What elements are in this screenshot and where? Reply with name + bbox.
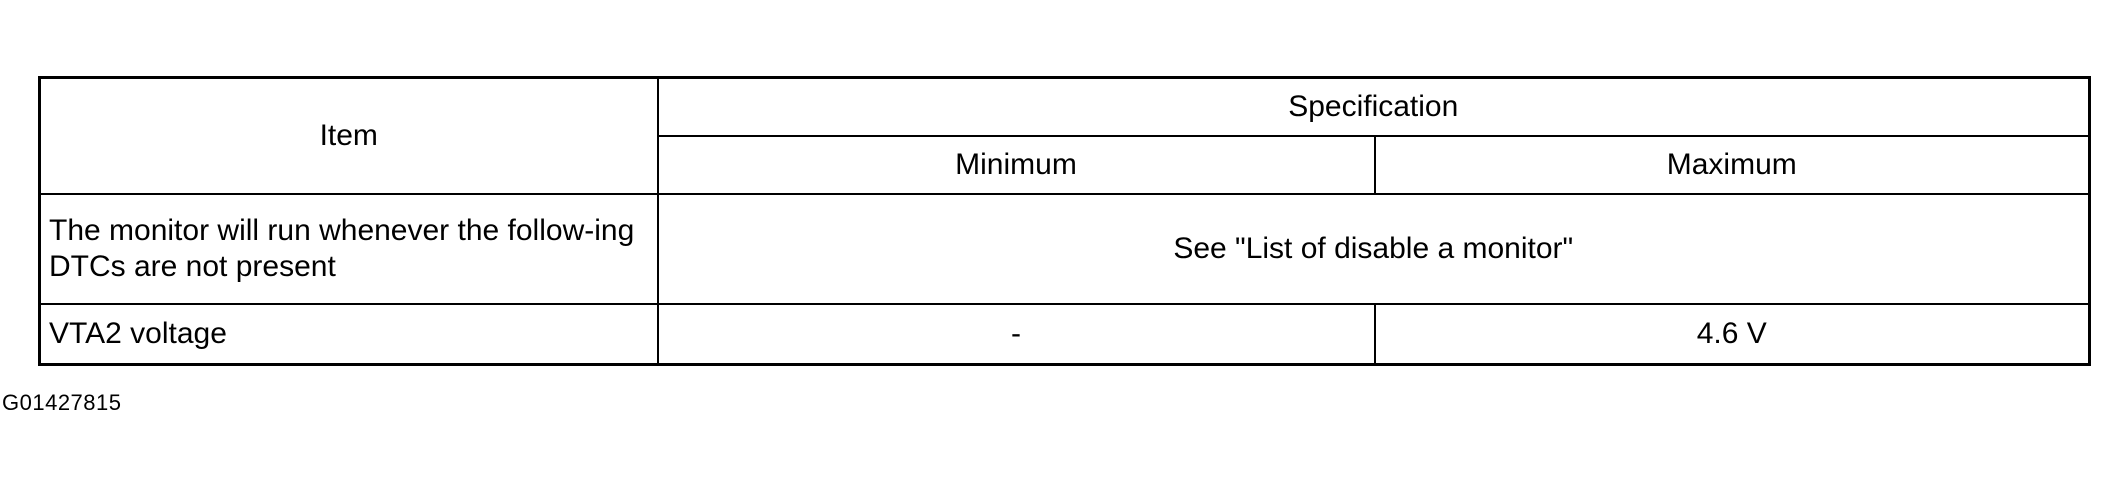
header-item: Item (38, 76, 659, 195)
table-row: VTA2 voltage - 4.6 V (38, 303, 2091, 366)
header-row-1: Item Specification (38, 76, 2091, 195)
header-specification: Specification (656, 76, 2091, 137)
row-item-vta2-voltage: VTA2 voltage (38, 303, 659, 366)
header-maximum: Maximum (1373, 135, 2091, 195)
header-minimum: Minimum (656, 135, 1376, 195)
row-minimum-vta2-voltage: - (656, 303, 1376, 366)
header-row-2: Minimum Maximum (40, 135, 2091, 195)
row-spec-monitor-condition: See "List of disable a monitor" (656, 193, 2091, 305)
table-row: The monitor will run whenever the follow… (38, 193, 2091, 305)
row-item-monitor-condition: The monitor will run whenever the follow… (38, 193, 659, 305)
figure-code: G01427815 (2, 390, 122, 415)
row-maximum-vta2-voltage: 4.6 V (1373, 303, 2091, 366)
specification-table: Item Specification Minimum Maximum The m… (38, 76, 2092, 366)
